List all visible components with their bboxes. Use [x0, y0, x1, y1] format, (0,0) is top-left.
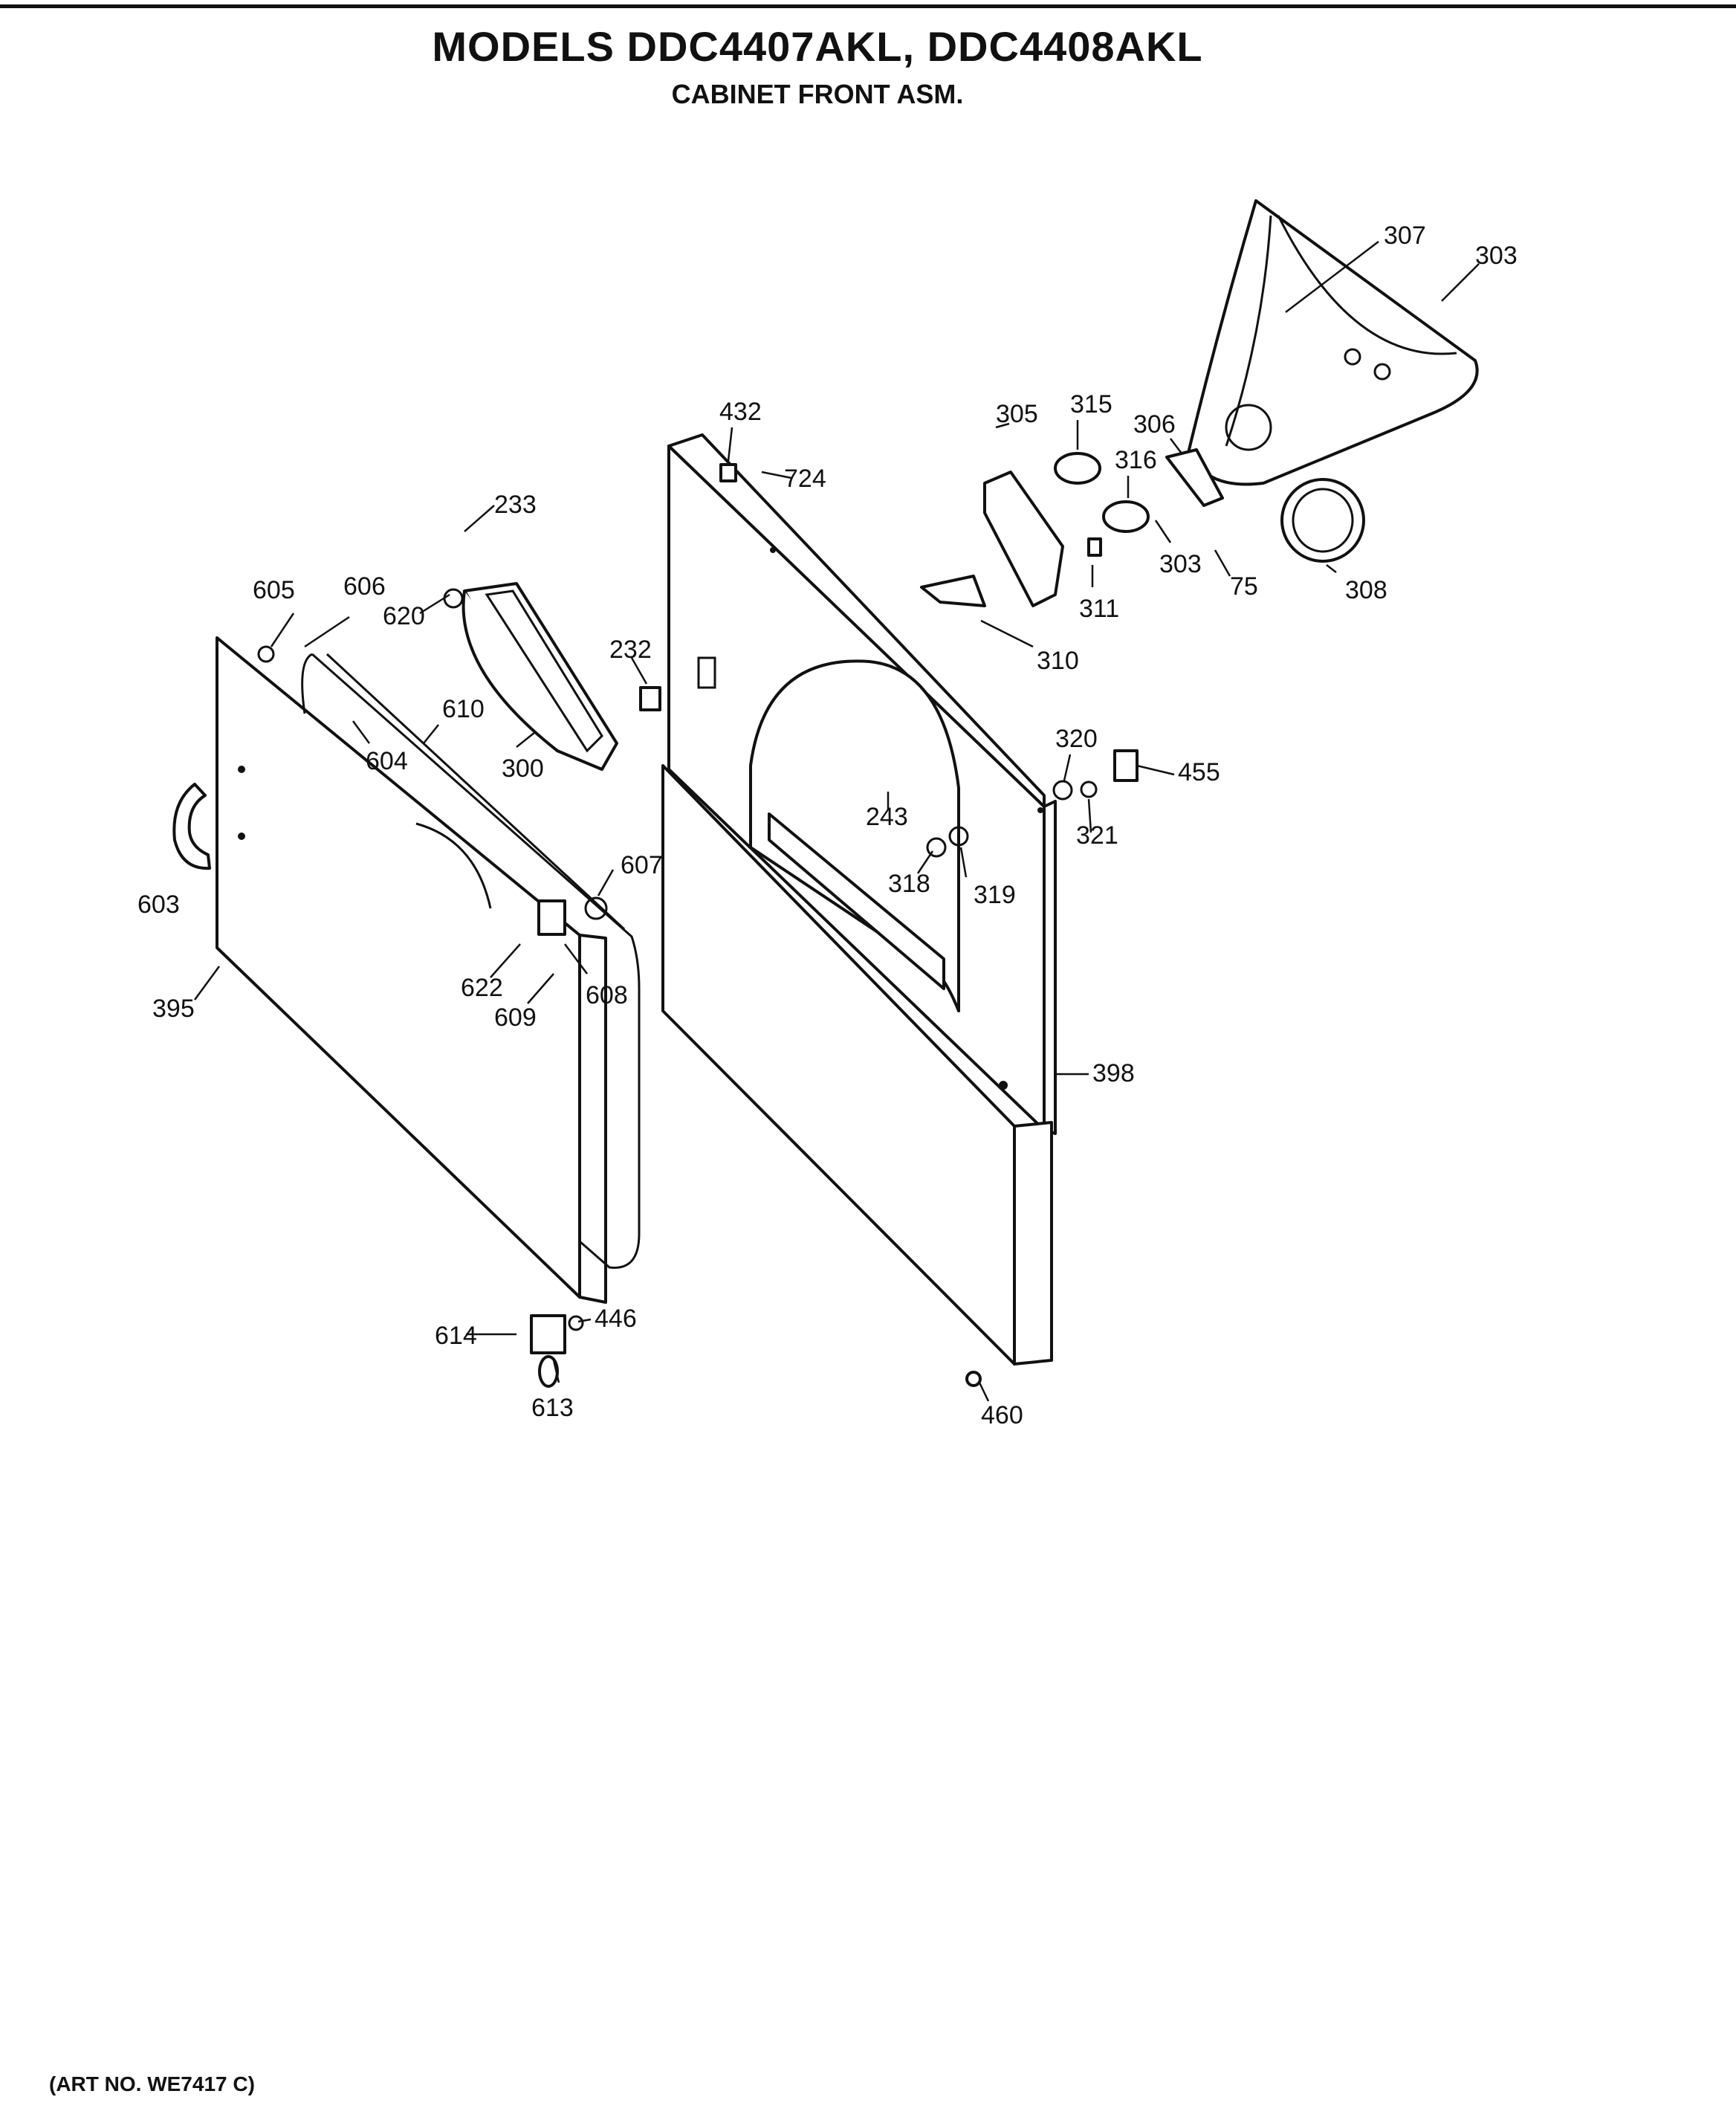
callout-308: 308 — [1345, 576, 1387, 604]
lint-duct — [461, 582, 618, 771]
callout-460: 460 — [981, 1401, 1023, 1429]
callout-613: 613 — [531, 1394, 574, 1422]
callout-307: 307 — [1384, 222, 1426, 250]
callout-303-mid: 303 — [1159, 550, 1202, 578]
callout-320: 320 — [1055, 725, 1098, 753]
door-panel — [216, 636, 607, 1304]
callout-310: 310 — [1037, 647, 1079, 675]
callout-labels: 307 303 432 305 315 306 316 724 233 303 … — [137, 222, 1518, 1429]
callout-319: 319 — [974, 881, 1016, 909]
art-number: (ART NO. WE7417 C) — [49, 2072, 255, 2095]
callout-232: 232 — [609, 636, 652, 664]
callout-607: 607 — [621, 851, 663, 879]
callout-609: 609 — [494, 1003, 537, 1032]
callout-622: 622 — [461, 974, 503, 1002]
callout-75: 75 — [1230, 572, 1258, 601]
callout-306: 306 — [1133, 410, 1176, 439]
door-inner-liner — [301, 653, 641, 1269]
cabinet-front-upper — [667, 433, 1057, 1135]
callout-455: 455 — [1178, 758, 1220, 786]
callout-724: 724 — [784, 465, 826, 493]
callout-446: 446 — [595, 1305, 637, 1333]
switch-bracket — [983, 471, 1064, 607]
callout-305: 305 — [996, 400, 1038, 428]
callout-432: 432 — [719, 398, 762, 426]
callout-620: 620 — [383, 602, 425, 630]
top-bracket — [1188, 199, 1479, 486]
cabinet-front-lower — [661, 764, 1053, 1365]
callout-318: 318 — [888, 870, 930, 898]
callout-605: 605 — [253, 576, 295, 604]
callout-300: 300 — [502, 754, 544, 783]
callout-610: 610 — [442, 695, 485, 723]
top-rule — [0, 4, 1736, 8]
callout-398: 398 — [1092, 1059, 1135, 1087]
page-title: MODELS DDC4407AKL, DDC4408AKL — [432, 23, 1203, 70]
callout-604: 604 — [366, 747, 408, 775]
callout-321: 321 — [1076, 821, 1118, 850]
callout-243: 243 — [866, 803, 908, 831]
callout-603: 603 — [137, 891, 180, 919]
callout-233: 233 — [494, 491, 537, 519]
callout-606: 606 — [343, 572, 386, 601]
callout-614: 614 — [435, 1322, 477, 1350]
page-subtitle: CABINET FRONT ASM. — [671, 79, 964, 109]
callout-316: 316 — [1115, 446, 1157, 474]
callout-395: 395 — [152, 995, 195, 1023]
leader-lines — [193, 241, 1480, 1402]
callout-311: 311 — [1079, 595, 1119, 623]
callout-315: 315 — [1070, 390, 1112, 418]
bearing-ring — [1280, 478, 1365, 563]
callout-303-top: 303 — [1475, 242, 1518, 270]
callout-608: 608 — [586, 981, 628, 1009]
door-handle — [172, 783, 211, 870]
